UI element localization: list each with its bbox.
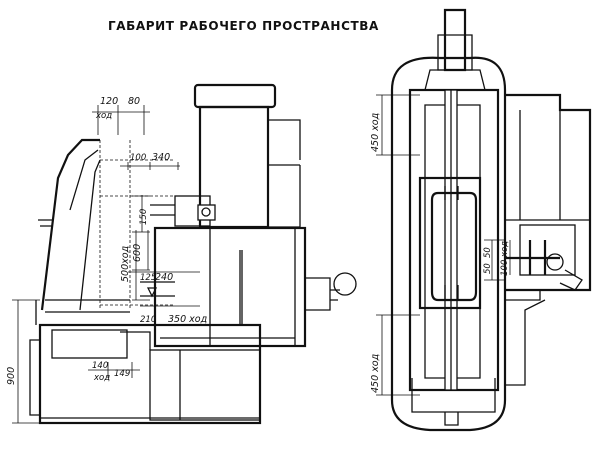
dim-hod-bottom: ход [93, 373, 110, 383]
dim-450hod-top: 450 ход [370, 112, 381, 152]
dim-140: 140 [92, 361, 108, 371]
dim-100hod: 100 ход [500, 241, 510, 276]
right-view [376, 8, 592, 432]
dim-149: 149 [114, 369, 130, 379]
left-view [12, 83, 357, 425]
outer-frame [390, 56, 507, 432]
dim-450hod-bottom: 450 ход [370, 353, 381, 393]
dim-hod-top: ход [95, 111, 112, 121]
dim-120: 120 [100, 96, 118, 107]
head-housing [153, 226, 307, 348]
motor-top [193, 83, 277, 109]
spindle-gear-icon [546, 253, 564, 271]
right-housing [505, 93, 592, 292]
carriage [418, 176, 482, 310]
dim-150: 150 [139, 209, 149, 225]
handwheel [333, 272, 357, 296]
dim-210: 210 [140, 315, 156, 325]
dim-50a: 50 [483, 247, 493, 258]
dim-240: 240 [155, 272, 173, 283]
table-block [51, 329, 128, 359]
dim-100: 100 [130, 153, 146, 163]
dim-50b: 50 [483, 263, 493, 274]
dim-125: 125 [140, 273, 156, 283]
column-left-edge [40, 138, 100, 311]
dim-900: 900 [6, 367, 17, 385]
spindle-circle-icon [201, 207, 211, 217]
dim-350hod: 350 ход [168, 314, 208, 325]
dim-340: 340 [152, 152, 170, 163]
dim-600: 600 [132, 244, 143, 262]
dim-500hod: 500ход [120, 245, 131, 282]
dim-80: 80 [128, 96, 140, 107]
dimension-labels: 120 80 ход 100 340 150 600 500ход 125 24… [6, 96, 510, 393]
drawing-title: ГАБАРИТ РАБОЧЕГО ПРОСТРАНСТВА [108, 19, 379, 33]
